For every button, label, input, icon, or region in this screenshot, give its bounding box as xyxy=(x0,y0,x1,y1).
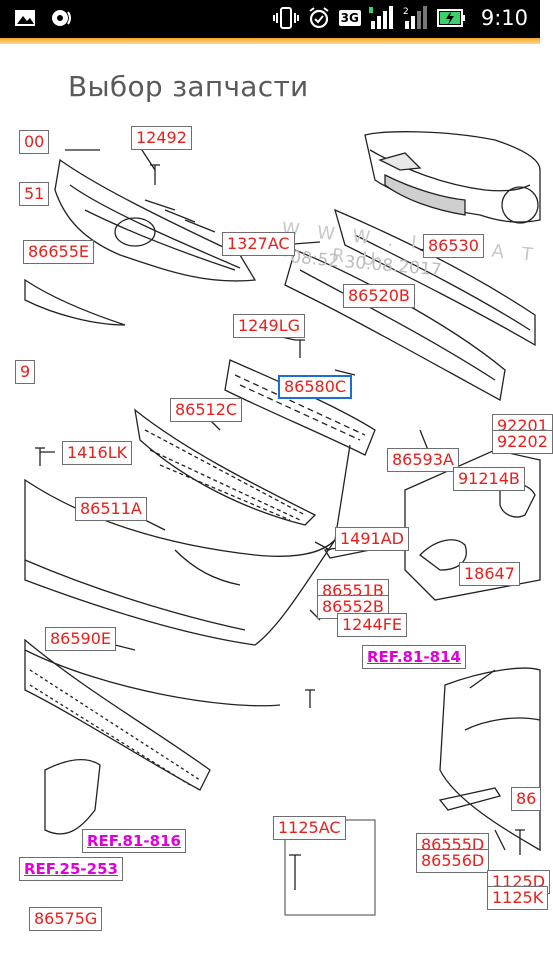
page-title: Выбор запчасти xyxy=(68,70,309,103)
part-label-86[interactable]: 86 xyxy=(511,787,542,811)
part-label-86593a[interactable]: 86593A xyxy=(387,448,459,472)
part-label-1416lk[interactable]: 1416LK xyxy=(62,441,133,465)
signal-cast-icon xyxy=(52,10,71,26)
ref-link-25-253[interactable]: REF.25-253 xyxy=(19,857,123,881)
part-label-1491ad[interactable]: 1491AD xyxy=(335,527,409,551)
part-label-12492[interactable]: 12492 xyxy=(131,126,192,150)
alarm-icon xyxy=(309,7,329,29)
part-label-86655e[interactable]: 86655E xyxy=(23,240,95,264)
part-label-18647[interactable]: 18647 xyxy=(459,562,520,586)
part-label-86512c[interactable]: 86512C xyxy=(170,398,243,422)
vibrate-icon xyxy=(272,7,299,29)
part-label-1125ac[interactable]: 1125AC xyxy=(273,816,346,840)
part-label-86530[interactable]: 86530 xyxy=(423,234,484,258)
network-3g-icon: 3G xyxy=(338,10,361,26)
part-label-86580c[interactable]: 86580C xyxy=(278,375,353,399)
part-label-00[interactable]: 00 xyxy=(19,130,50,154)
part-label-92202[interactable]: 92202 xyxy=(492,430,553,454)
clock: 9:10 xyxy=(480,6,528,30)
svg-text:2: 2 xyxy=(403,7,409,17)
status-bar: 3G 2 9:10 xyxy=(0,0,540,38)
part-label-1327ac[interactable]: 1327AC xyxy=(222,232,295,256)
battery-charging-icon xyxy=(436,9,465,27)
part-label-9[interactable]: 9 xyxy=(15,360,36,384)
part-label-86556d[interactable]: 86556D xyxy=(416,849,490,873)
ref-link-81-814[interactable]: REF.81-814 xyxy=(362,645,466,669)
part-label-86575g[interactable]: 86575G xyxy=(29,907,103,931)
diagram-drawing xyxy=(24,131,541,916)
part-label-1125k[interactable]: 1125K xyxy=(487,886,549,910)
part-label-86590e[interactable]: 86590E xyxy=(45,627,117,651)
part-label-51[interactable]: 51 xyxy=(19,182,50,206)
part-label-91214b[interactable]: 91214B xyxy=(453,467,525,491)
ref-link-81-816[interactable]: REF.81-816 xyxy=(82,829,186,853)
parts-diagram[interactable]: W W W . I L C A T S . R U 08:52 30.08.20… xyxy=(15,126,553,940)
part-label-86520b[interactable]: 86520B xyxy=(343,284,415,308)
sim2-signal-icon: 2 xyxy=(403,6,427,29)
part-label-1249lg[interactable]: 1249LG xyxy=(233,314,306,338)
signal-icon xyxy=(368,6,393,29)
part-label-1244fe[interactable]: 1244FE xyxy=(337,613,408,637)
accent-bar xyxy=(0,38,540,44)
part-label-86511a[interactable]: 86511A xyxy=(75,497,147,521)
image-icon xyxy=(15,10,35,26)
